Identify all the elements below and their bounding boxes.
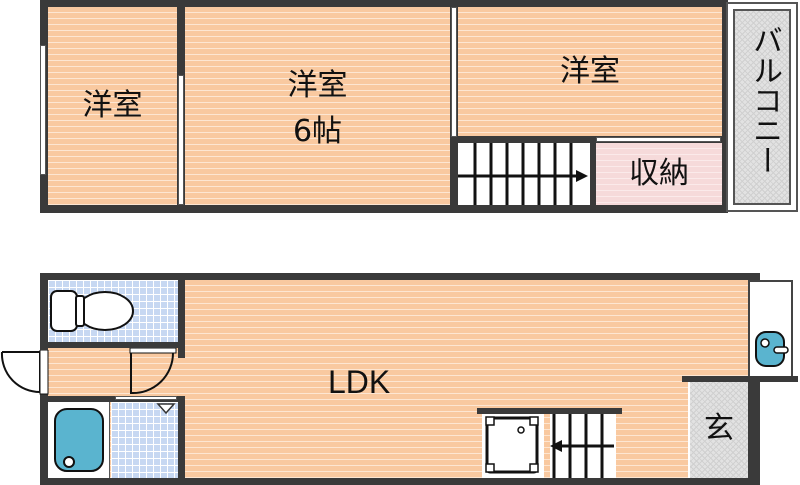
room-western-3: 洋室 <box>458 7 722 136</box>
toilet-lower-wall <box>40 342 185 348</box>
storage-door <box>596 137 721 142</box>
toilet-wall <box>178 273 185 358</box>
room-storage-label: 収納 <box>629 156 689 191</box>
sliding-door <box>178 75 184 205</box>
stairs-icon-lower <box>550 414 616 478</box>
washing-machine-area <box>482 414 544 478</box>
toilet-icon <box>50 290 134 332</box>
room-western-2: 洋室 6帖 <box>185 7 450 205</box>
room-western-2-label: 洋室 <box>287 68 348 103</box>
room-western-1: 洋室 <box>48 7 177 205</box>
entrance-wall <box>682 376 798 382</box>
exterior-door-icon <box>0 350 49 395</box>
bath-right-wall <box>178 396 185 481</box>
lower-floor-plan: LDK <box>0 270 800 485</box>
room-balcony-label: バルコニー <box>747 25 782 175</box>
bath-upper-wall <box>40 396 185 402</box>
room-washroom <box>111 402 178 478</box>
bathtub-icon <box>54 408 104 472</box>
room-storage: 収納 <box>596 143 722 205</box>
bath-door <box>115 396 177 400</box>
balcony-frame: バルコニー <box>726 2 798 212</box>
upper-floor-plan: 洋室 洋室 6帖 洋室 収納 バルコニー <box>0 0 800 220</box>
room-western-3-label: 洋室 <box>560 54 620 89</box>
room-entrance-label: 玄 <box>704 411 734 446</box>
washing-machine-icon <box>485 416 539 474</box>
room-entrance: 玄 <box>688 382 748 478</box>
room-bathroom <box>48 402 110 478</box>
room-balcony: バルコニー <box>733 9 791 205</box>
room-western-2-size: 6帖 <box>292 114 343 149</box>
room-toilet <box>48 280 178 342</box>
sink-icon <box>755 331 789 367</box>
door-swing-icon <box>129 348 177 395</box>
sliding-door-2 <box>451 7 457 137</box>
sink-area <box>748 280 793 378</box>
room-ldk-label: LDK <box>328 364 391 400</box>
stairs-block-wall <box>477 408 622 414</box>
stairs-icon <box>458 143 590 205</box>
room-western-1-label: 洋室 <box>82 88 143 123</box>
drain-icon <box>156 403 176 415</box>
window-left <box>40 45 46 175</box>
